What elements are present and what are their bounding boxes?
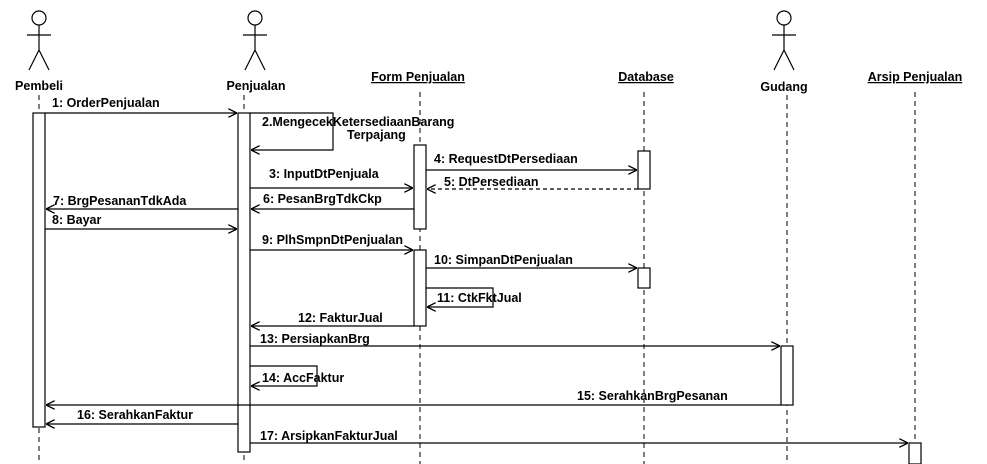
message-14-arrow (250, 365, 318, 386)
message-14-label: 14: AccFaktur (262, 371, 344, 385)
message-10-label: 10: SimpanDtPenjualan (434, 253, 573, 267)
activation-arsip (908, 442, 922, 464)
message-9-label: 9: PlhSmpnDtPenjualan (262, 233, 403, 247)
message-4-label: 4: RequestDtPersediaan (434, 152, 578, 166)
activation-database-2 (637, 267, 651, 289)
message-11-label: 11: CtkFktJual (437, 291, 522, 305)
message-11-arrow (426, 287, 494, 307)
message-2-arrow (250, 112, 334, 150)
message-2-label: 2.MengecekKetersediaanBarang (262, 115, 454, 129)
message-6-label: 6: PesanBrgTdkCkp (263, 192, 382, 206)
activation-penjualan (237, 112, 251, 453)
message-2-label-cont: Terpajang (347, 128, 406, 142)
actor-pembeli-label: Pembeli (15, 79, 63, 93)
actor-penjualan-label: Penjualan (226, 79, 285, 93)
actor-gudang (772, 10, 796, 71)
object-arsip-penjualan: Arsip Penjualan (868, 70, 962, 84)
message-12-label: 12: FakturJual (298, 311, 383, 325)
message-5-label: 5: DtPersediaan (444, 175, 538, 189)
activation-database-1 (637, 150, 651, 190)
actor-pembeli (27, 10, 51, 71)
message-7-label: 7: BrgPesananTdkAda (53, 194, 187, 208)
actor-penjualan (243, 10, 267, 71)
message-15-label: 15: SerahkanBrgPesanan (577, 389, 728, 403)
message-13-label: 13: PersiapkanBrg (260, 332, 370, 346)
activation-pembeli (32, 112, 46, 428)
actor-gudang-label: Gudang (760, 80, 807, 94)
message-17-label: 17: ArsipkanFakturJual (260, 429, 398, 443)
activation-form-1 (413, 144, 427, 230)
activation-gudang (780, 345, 794, 406)
object-form-penjualan: Form Penjualan (371, 70, 465, 84)
message-8-label: 8: Bayar (52, 213, 101, 227)
message-16-label: 16: SerahkanFaktur (77, 408, 193, 422)
message-1-label: 1: OrderPenjualan (52, 96, 160, 110)
activation-form-2 (413, 249, 427, 327)
object-database: Database (618, 70, 674, 84)
message-3-label: 3: InputDtPenjuala (269, 167, 380, 181)
